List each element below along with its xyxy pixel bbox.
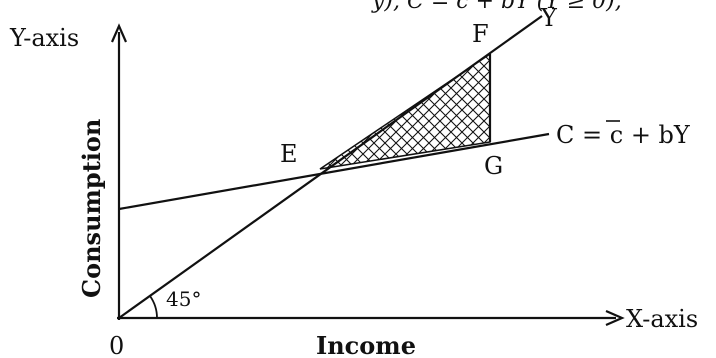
x-axis-label: X-axis xyxy=(626,305,698,333)
angle-label: 45° xyxy=(166,287,201,311)
y-axis-label: Y-axis xyxy=(9,24,79,52)
origin-label: 0 xyxy=(109,332,124,358)
top-clipped-text: y), C = c + bY (Y ≥ 0), xyxy=(371,0,622,14)
angle-arc xyxy=(149,295,158,319)
forty-five-degree-line xyxy=(118,15,543,319)
consumption-equation: C = c + bY xyxy=(556,120,691,149)
consumption-eq-rest: + bY xyxy=(623,121,691,149)
svg-text:C = c + bY: C = c + bY xyxy=(556,121,691,149)
x-axis-arrowhead xyxy=(605,309,625,327)
forty-five-line-label: Y xyxy=(540,4,558,32)
consumption-eq-cbar: c xyxy=(610,121,623,149)
y-axis-title: Consumption xyxy=(77,119,106,298)
y-axis-arrowhead xyxy=(110,23,128,43)
point-g-label: G xyxy=(484,152,503,180)
consumption-line xyxy=(118,132,550,211)
point-f-label: F xyxy=(472,20,489,48)
consumption-eq-c: C = xyxy=(556,121,610,149)
point-e-label: E xyxy=(280,140,298,168)
x-axis-title: Income xyxy=(316,331,416,358)
